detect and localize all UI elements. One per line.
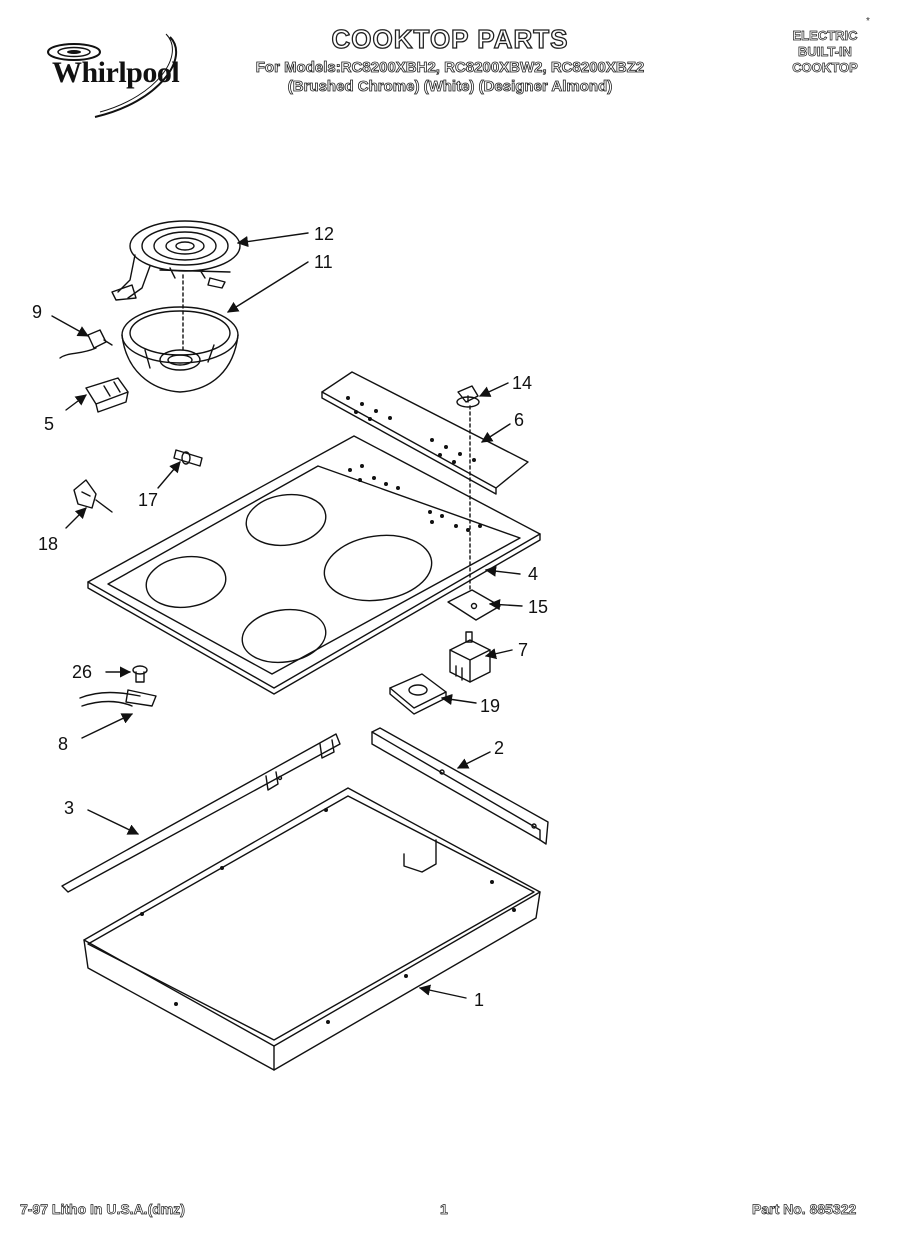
footer-page-number: 1 — [440, 1201, 448, 1218]
callout-2: 2 — [494, 738, 504, 758]
part-rail-left — [61, 733, 341, 893]
callout-15: 15 — [528, 597, 548, 617]
callout-12: 12 — [314, 224, 334, 244]
part-receptacle — [85, 377, 129, 413]
part-burner-box — [83, 787, 541, 1071]
type-line-2: BUILT-IN — [798, 44, 853, 60]
leader-lines — [51, 232, 523, 999]
callout-14: 14 — [512, 373, 532, 393]
type-line-3: COOKTOP — [792, 60, 858, 76]
part-limiter — [173, 449, 203, 467]
page-title: COOKTOP PARTS — [331, 23, 569, 54]
footer-part-number: Part No. 885322 — [752, 1201, 857, 1218]
part-cooktop-top — [87, 435, 541, 695]
callout-6: 6 — [514, 410, 524, 430]
callout-17: 17 — [138, 490, 158, 510]
callout-4: 4 — [528, 564, 538, 584]
callout-11: 11 — [314, 252, 333, 272]
brand-name: Whirlpool — [52, 56, 180, 89]
models-line: For Models:RC8200XBH2, RC8200XBW2, RC820… — [255, 59, 645, 77]
finishes-line: (Brushed Chrome) (White) (Designer Almon… — [287, 78, 613, 96]
callout-8: 8 — [58, 734, 68, 754]
part-control-knob — [456, 385, 480, 408]
callout-9: 9 — [32, 302, 42, 322]
star-mark: * — [866, 16, 870, 27]
callout-18: 18 — [38, 534, 58, 554]
part-screw — [132, 665, 148, 683]
type-line-1: ELECTRIC — [792, 28, 858, 44]
part-drip-bowl — [121, 306, 239, 393]
callout-7: 7 — [518, 640, 528, 660]
callout-26: 26 — [72, 662, 92, 682]
callout-19: 19 — [480, 696, 500, 716]
part-terminal-wire — [59, 329, 113, 359]
callout-5: 5 — [44, 414, 54, 434]
part-bracket — [389, 673, 447, 715]
part-control-panel — [321, 371, 529, 495]
part-clip — [73, 479, 113, 513]
brand-logo: Whirlpool — [40, 32, 200, 122]
part-rail-right — [371, 727, 549, 845]
callout-1: 1 — [474, 990, 484, 1010]
logo-swirl-icon — [47, 33, 178, 118]
appliance-type: ELECTRIC BUILT-IN COOKTOP — [770, 28, 880, 76]
part-infinite-switch — [449, 631, 491, 683]
footer-print-info: 7-97 Litho In U.S.A.(dmz) — [20, 1201, 186, 1218]
callout-3: 3 — [64, 798, 74, 818]
part-switch-plate — [447, 589, 501, 621]
part-wire-harness — [79, 689, 157, 707]
part-surface-element — [111, 220, 241, 301]
